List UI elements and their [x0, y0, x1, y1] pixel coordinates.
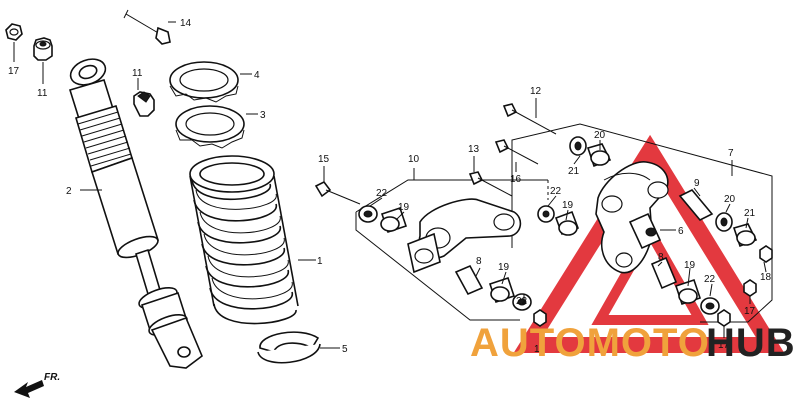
nut-17-mid [533, 309, 547, 327]
label-part-22b: 22 [516, 296, 528, 307]
seal-22-c [537, 205, 555, 223]
leader-lines [13, 21, 767, 349]
watermark-text-secondary: HUB [706, 321, 796, 365]
coil-spring [189, 155, 299, 325]
label-part-21a: 21 [568, 166, 580, 177]
shock-arm-7 [595, 161, 669, 274]
label-part-22a: 22 [376, 188, 388, 199]
label-part-4: 4 [254, 70, 260, 81]
front-direction-arrow-icon: FR. [14, 372, 60, 398]
bearing-19-a [380, 206, 408, 234]
watermark-triangle-icon [513, 134, 785, 353]
cap-nut-11-shock [133, 91, 155, 117]
seal-20-b [715, 212, 733, 232]
watermark-logo: AUTOMOTO HUB [470, 321, 796, 365]
label-part-17c: 17 [744, 306, 756, 317]
label-part-13: 13 [468, 144, 480, 155]
spring-stopper [257, 331, 321, 364]
cap-nut-11-left [33, 37, 53, 61]
seal-22-a [358, 205, 378, 223]
label-part-2: 2 [66, 186, 72, 197]
nut-18 [759, 245, 773, 263]
label-part-1: 1 [317, 256, 323, 267]
label-part-19c: 19 [562, 200, 574, 211]
label-part-10: 10 [408, 154, 420, 165]
label-part-17b: 17 [534, 344, 546, 355]
bearing-21-b [732, 223, 758, 248]
link-arm-10 [407, 198, 522, 274]
lock-nut-4 [169, 61, 239, 103]
part-labels: 1 2 3 4 5 6 7 8 8 9 10 11 11 12 13 14 15… [8, 18, 772, 355]
seal-20-a [569, 136, 587, 156]
label-part-21b: 21 [744, 208, 756, 219]
collar-8-a [454, 264, 484, 296]
label-part-15: 15 [318, 154, 330, 165]
bearing-19-b [488, 276, 516, 304]
seal-22-d [700, 297, 720, 315]
label-part-19d: 19 [684, 260, 696, 271]
label-part-17a: 17 [8, 66, 20, 77]
bolt-12 [502, 103, 557, 135]
label-part-5: 5 [342, 344, 348, 355]
bolt-14 [123, 9, 171, 45]
label-part-8b: 8 [658, 252, 664, 263]
label-part-19a: 19 [398, 202, 410, 213]
collar-6 [628, 212, 662, 250]
bolt-15 [314, 180, 361, 205]
label-part-7: 7 [728, 148, 734, 159]
adjuster-nut-3 [175, 105, 245, 149]
bolt-13 [468, 171, 513, 197]
label-part-11a: 11 [132, 68, 143, 79]
bearing-19-d [674, 278, 702, 306]
bolt-16 [494, 139, 539, 165]
watermark-text-primary: AUTOMOTO [470, 321, 710, 365]
nut-17-left [5, 23, 23, 41]
nut-17-right-b [717, 309, 731, 327]
label-part-12: 12 [530, 86, 542, 97]
front-direction-label: FR. [44, 372, 60, 383]
label-part-22c: 22 [550, 186, 562, 197]
label-part-20a: 20 [594, 130, 606, 141]
label-part-19b: 19 [498, 262, 510, 273]
label-part-18: 18 [760, 272, 772, 283]
label-part-22d: 22 [704, 274, 716, 285]
nut-17-right-a [743, 279, 757, 297]
collar-9 [678, 189, 714, 221]
label-part-14: 14 [180, 18, 192, 29]
label-part-6: 6 [678, 226, 684, 237]
label-part-11b: 11 [37, 88, 48, 99]
label-part-17d: 17 [718, 340, 730, 351]
bearing-19-c [554, 210, 580, 236]
label-part-3: 3 [260, 110, 266, 121]
bearing-21-a [586, 143, 612, 168]
linkage-frame-outline [355, 123, 773, 323]
label-part-9: 9 [694, 178, 700, 189]
label-part-8a: 8 [476, 256, 482, 267]
label-part-20b: 20 [724, 194, 736, 205]
label-part-16: 16 [510, 174, 522, 185]
shock-absorber [68, 58, 203, 369]
